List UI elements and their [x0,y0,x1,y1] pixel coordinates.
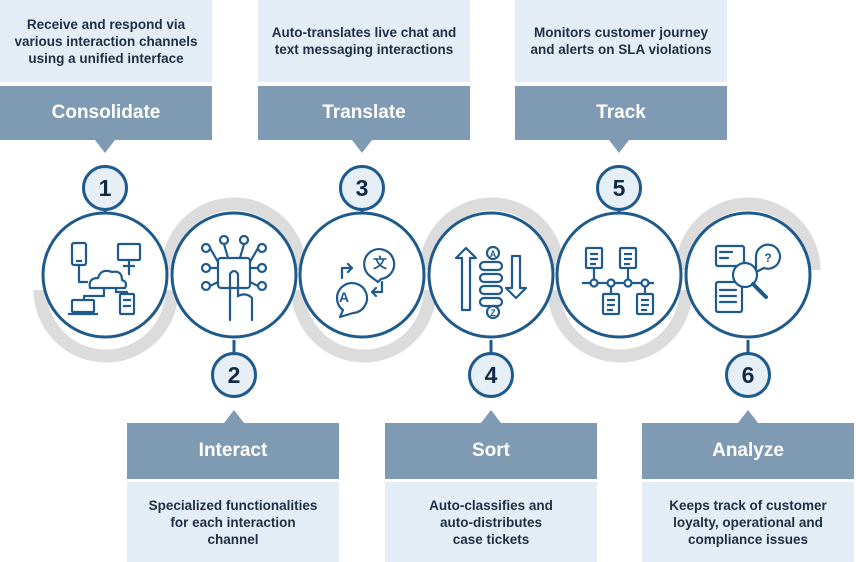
step-2-title: Interact [127,423,339,479]
analyze-magnifier-icon: ? [714,243,782,314]
step-2-pointer [224,410,244,423]
step-2-number-badge: 2 [211,352,257,398]
flow-ring-3 [291,289,437,363]
step-4-pointer [481,410,501,423]
flow-ring-4 [419,197,565,271]
step-4-description: Auto-classifies and auto-distributes cas… [385,482,597,562]
touch-circuit-icon [200,234,268,322]
step-3-description: Auto-translates live chat and text messa… [258,0,470,82]
step-circle-1 [41,211,169,339]
flow-ring-2 [161,197,307,271]
step-1-pointer [95,140,115,153]
flow-ring-6 [675,197,821,271]
flow-ring-5 [547,289,693,363]
step-1-description: Receive and respond via various interact… [0,0,212,82]
svg-text:A: A [490,249,497,259]
step-6-pointer [738,410,758,423]
svg-text:Z: Z [490,308,496,318]
step-4-title: Sort [385,423,597,479]
step-3-pointer [352,140,372,153]
step-1-number-badge: 1 [82,165,128,211]
sort-arrows-icon: A Z [454,245,528,320]
step-circle-2 [170,211,298,339]
step-circle-3 [298,211,426,339]
step-6-title: Analyze [642,423,854,479]
tracking-timeline-icon [582,246,655,316]
step-5-pointer [609,140,629,153]
step-3-title: Translate [258,86,470,140]
step-2-description: Specialized functionalities for each int… [127,482,339,562]
translate-glyph-icon: 文 [373,255,388,272]
network-devices-cloud-icon [68,241,142,316]
flow-ring-1 [33,289,179,363]
step-1-title: Consolidate [0,86,212,140]
step-circle-5 [555,211,683,339]
step-3-number-badge: 3 [339,165,385,211]
letter-a-icon: A [339,289,349,305]
translate-bubbles-icon: 文 A [335,248,396,319]
step-5-title: Track [515,86,727,140]
step-5-description: Monitors customer journey and alerts on … [515,0,727,82]
svg-text:?: ? [764,251,771,265]
step-6-description: Keeps track of customer loyalty, operati… [642,482,854,562]
step-4-number-badge: 4 [468,352,514,398]
step-5-number-badge: 5 [596,165,642,211]
step-6-number-badge: 6 [725,352,771,398]
